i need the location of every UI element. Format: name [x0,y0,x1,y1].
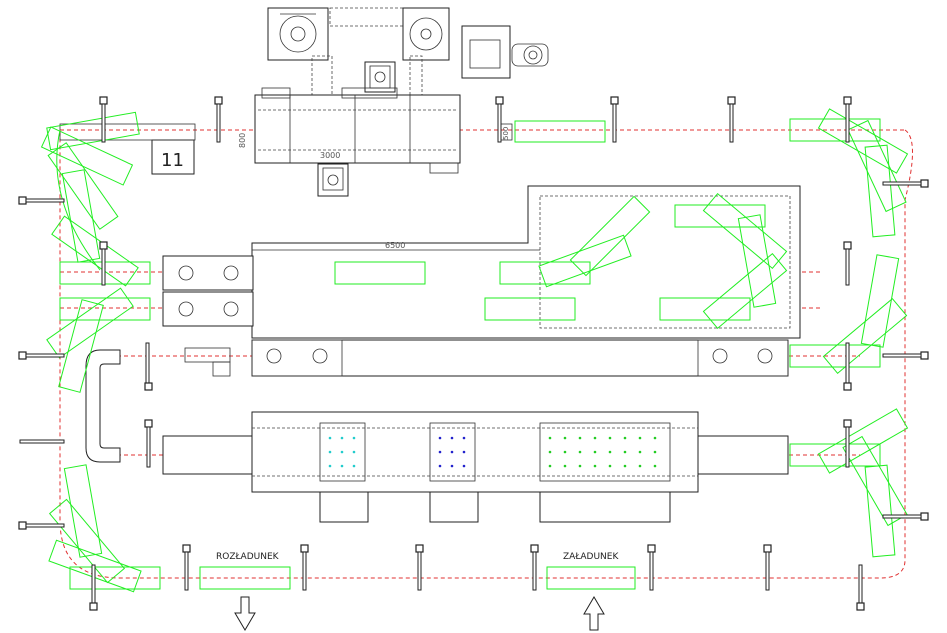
post-bottom-5 [530,544,539,591]
post-bottom-2 [182,544,191,591]
conveyor-length-dimension: 6500 [385,241,405,250]
nozzle-cyan [328,436,356,468]
post-top-1 [99,96,108,143]
station-11-box: 11 [151,139,195,175]
post-top-3 [495,96,504,143]
return-bend [85,349,121,463]
workpiece-cluster-inner-right [499,192,788,330]
nozzle-green [548,436,657,468]
station-number: 11 [161,150,184,171]
support-posts [18,96,929,611]
workpiece-unloading [199,566,291,590]
workpiece-loading [546,566,636,590]
drive-unit-top [364,61,396,93]
loading-label: ZAŁADUNEK [563,552,619,562]
post-bottom-4 [415,544,424,591]
fan-unit-right [402,7,450,97]
post-mid-1 [99,241,108,286]
spray-tunnel [162,411,789,523]
operator-icon [461,25,549,79]
post-right-1 [882,179,929,188]
post-bottom-6 [647,544,656,591]
post-bottom-7 [763,544,772,591]
unloading-label: ROZŁADUNEK [216,552,280,562]
post-top-4 [610,96,619,143]
post-top-6 [843,96,852,143]
post-mid-5 [843,419,852,468]
workpiece-cluster-top-right [789,108,909,238]
post-top-5 [727,96,736,143]
post-left-4 [18,521,65,530]
lane-housing-middle [184,339,789,377]
oven-unit: 800 3000 [238,87,461,174]
post-mid-6 [843,342,852,391]
oven-length-dimension: 3000 [320,151,340,160]
post-mid-2 [843,241,852,286]
fan-unit-left [267,7,333,97]
duct-top [329,7,406,27]
workpiece-cluster-mid-right [789,254,908,375]
roller-head-lower [162,291,254,327]
post-left-3 [19,439,65,444]
workpiece-mid-b [484,297,576,321]
post-mid-4 [144,419,153,468]
post-left-1 [18,196,65,205]
workpiece-mid-a [334,261,426,285]
workpiece-top [514,120,606,143]
workpiece-cluster-bottom-left [48,464,161,593]
arrow-up-icon [583,596,605,631]
post-mid-3 [144,342,153,391]
post-right-3 [882,512,929,521]
post-left-2 [18,351,65,360]
arrow-down-icon [234,596,256,631]
roller-head-upper [162,255,254,291]
workpiece-cluster-mid-left [46,287,151,393]
drive-unit-bottom [317,163,349,197]
oven-height-dimension: 800 [238,133,247,148]
nozzle-blue [438,436,466,468]
post-top-2 [214,96,223,143]
small-height-dimension: 500 [502,127,510,140]
post-bottom-3 [300,544,309,591]
post-bottom-1 [89,564,98,611]
workpiece-cluster-bottom-right [789,408,909,558]
post-right-2 [882,351,929,360]
post-bottom-8 [856,564,865,611]
